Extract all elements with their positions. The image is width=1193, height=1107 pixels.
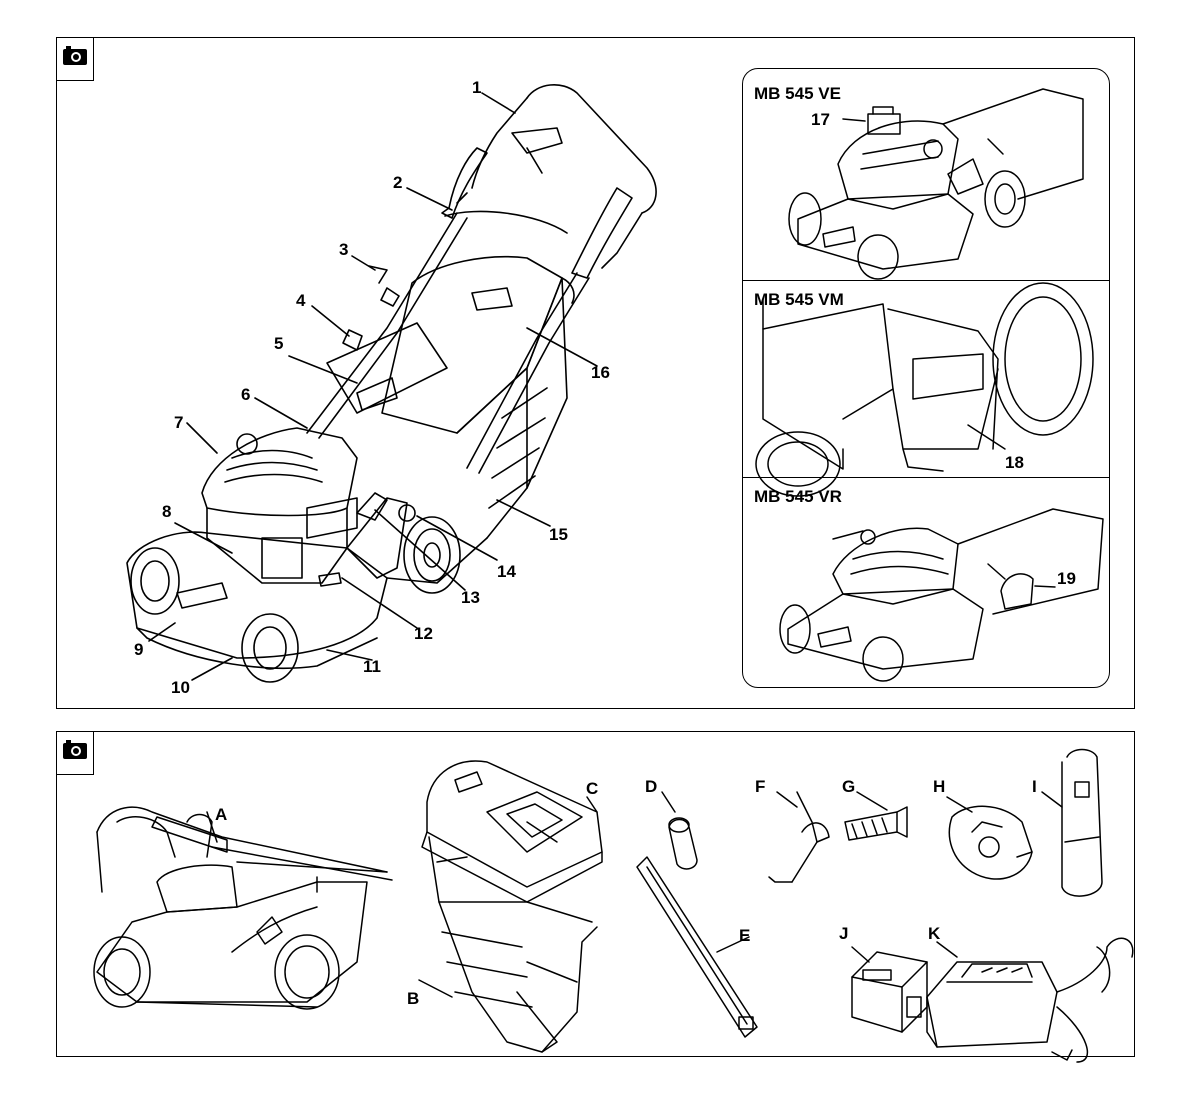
callout-1: 1 [472,79,481,96]
callout-f: F [755,778,765,795]
callout-17: 17 [811,111,830,128]
callout-6: 6 [241,386,250,403]
callout-13: 13 [461,589,480,606]
variants-illustration [743,69,1110,688]
callout-e: E [739,927,750,944]
callout-14: 14 [497,563,516,580]
callout-11: 11 [363,658,381,675]
callout-c: C [586,780,598,797]
callout-j: J [839,925,848,942]
callout-d: D [645,778,657,795]
callout-b: B [407,990,419,1007]
callout-h: H [933,778,945,795]
callout-i: I [1032,778,1037,795]
callout-9: 9 [134,641,143,658]
callout-5: 5 [274,335,283,352]
model-variants-box: MB 545 VE 17 MB 545 VM 18 MB 545 VR 19 [742,68,1110,688]
figure-main-mower: 1 2 3 4 5 6 7 8 9 10 11 12 13 14 15 16 [56,37,1135,709]
callout-18: 18 [1005,454,1024,471]
callout-19: 19 [1057,570,1076,587]
callout-10: 10 [171,679,190,696]
callout-g: G [842,778,855,795]
callout-12: 12 [414,625,433,642]
callout-3: 3 [339,241,348,258]
callout-16: 16 [591,364,610,381]
callout-2: 2 [393,174,402,191]
variant-title-vm: MB 545 VM [754,290,844,310]
callout-k: K [928,925,940,942]
callout-8: 8 [162,503,171,520]
callout-15: 15 [549,526,568,543]
callout-4: 4 [296,292,305,309]
variant-title-vr: MB 545 VR [754,487,842,507]
callout-7: 7 [174,414,183,431]
variant-title-ve: MB 545 VE [754,84,841,104]
figure-scope-of-delivery: A B C D E F G H I J K [56,731,1135,1057]
callout-a: A [215,806,227,823]
